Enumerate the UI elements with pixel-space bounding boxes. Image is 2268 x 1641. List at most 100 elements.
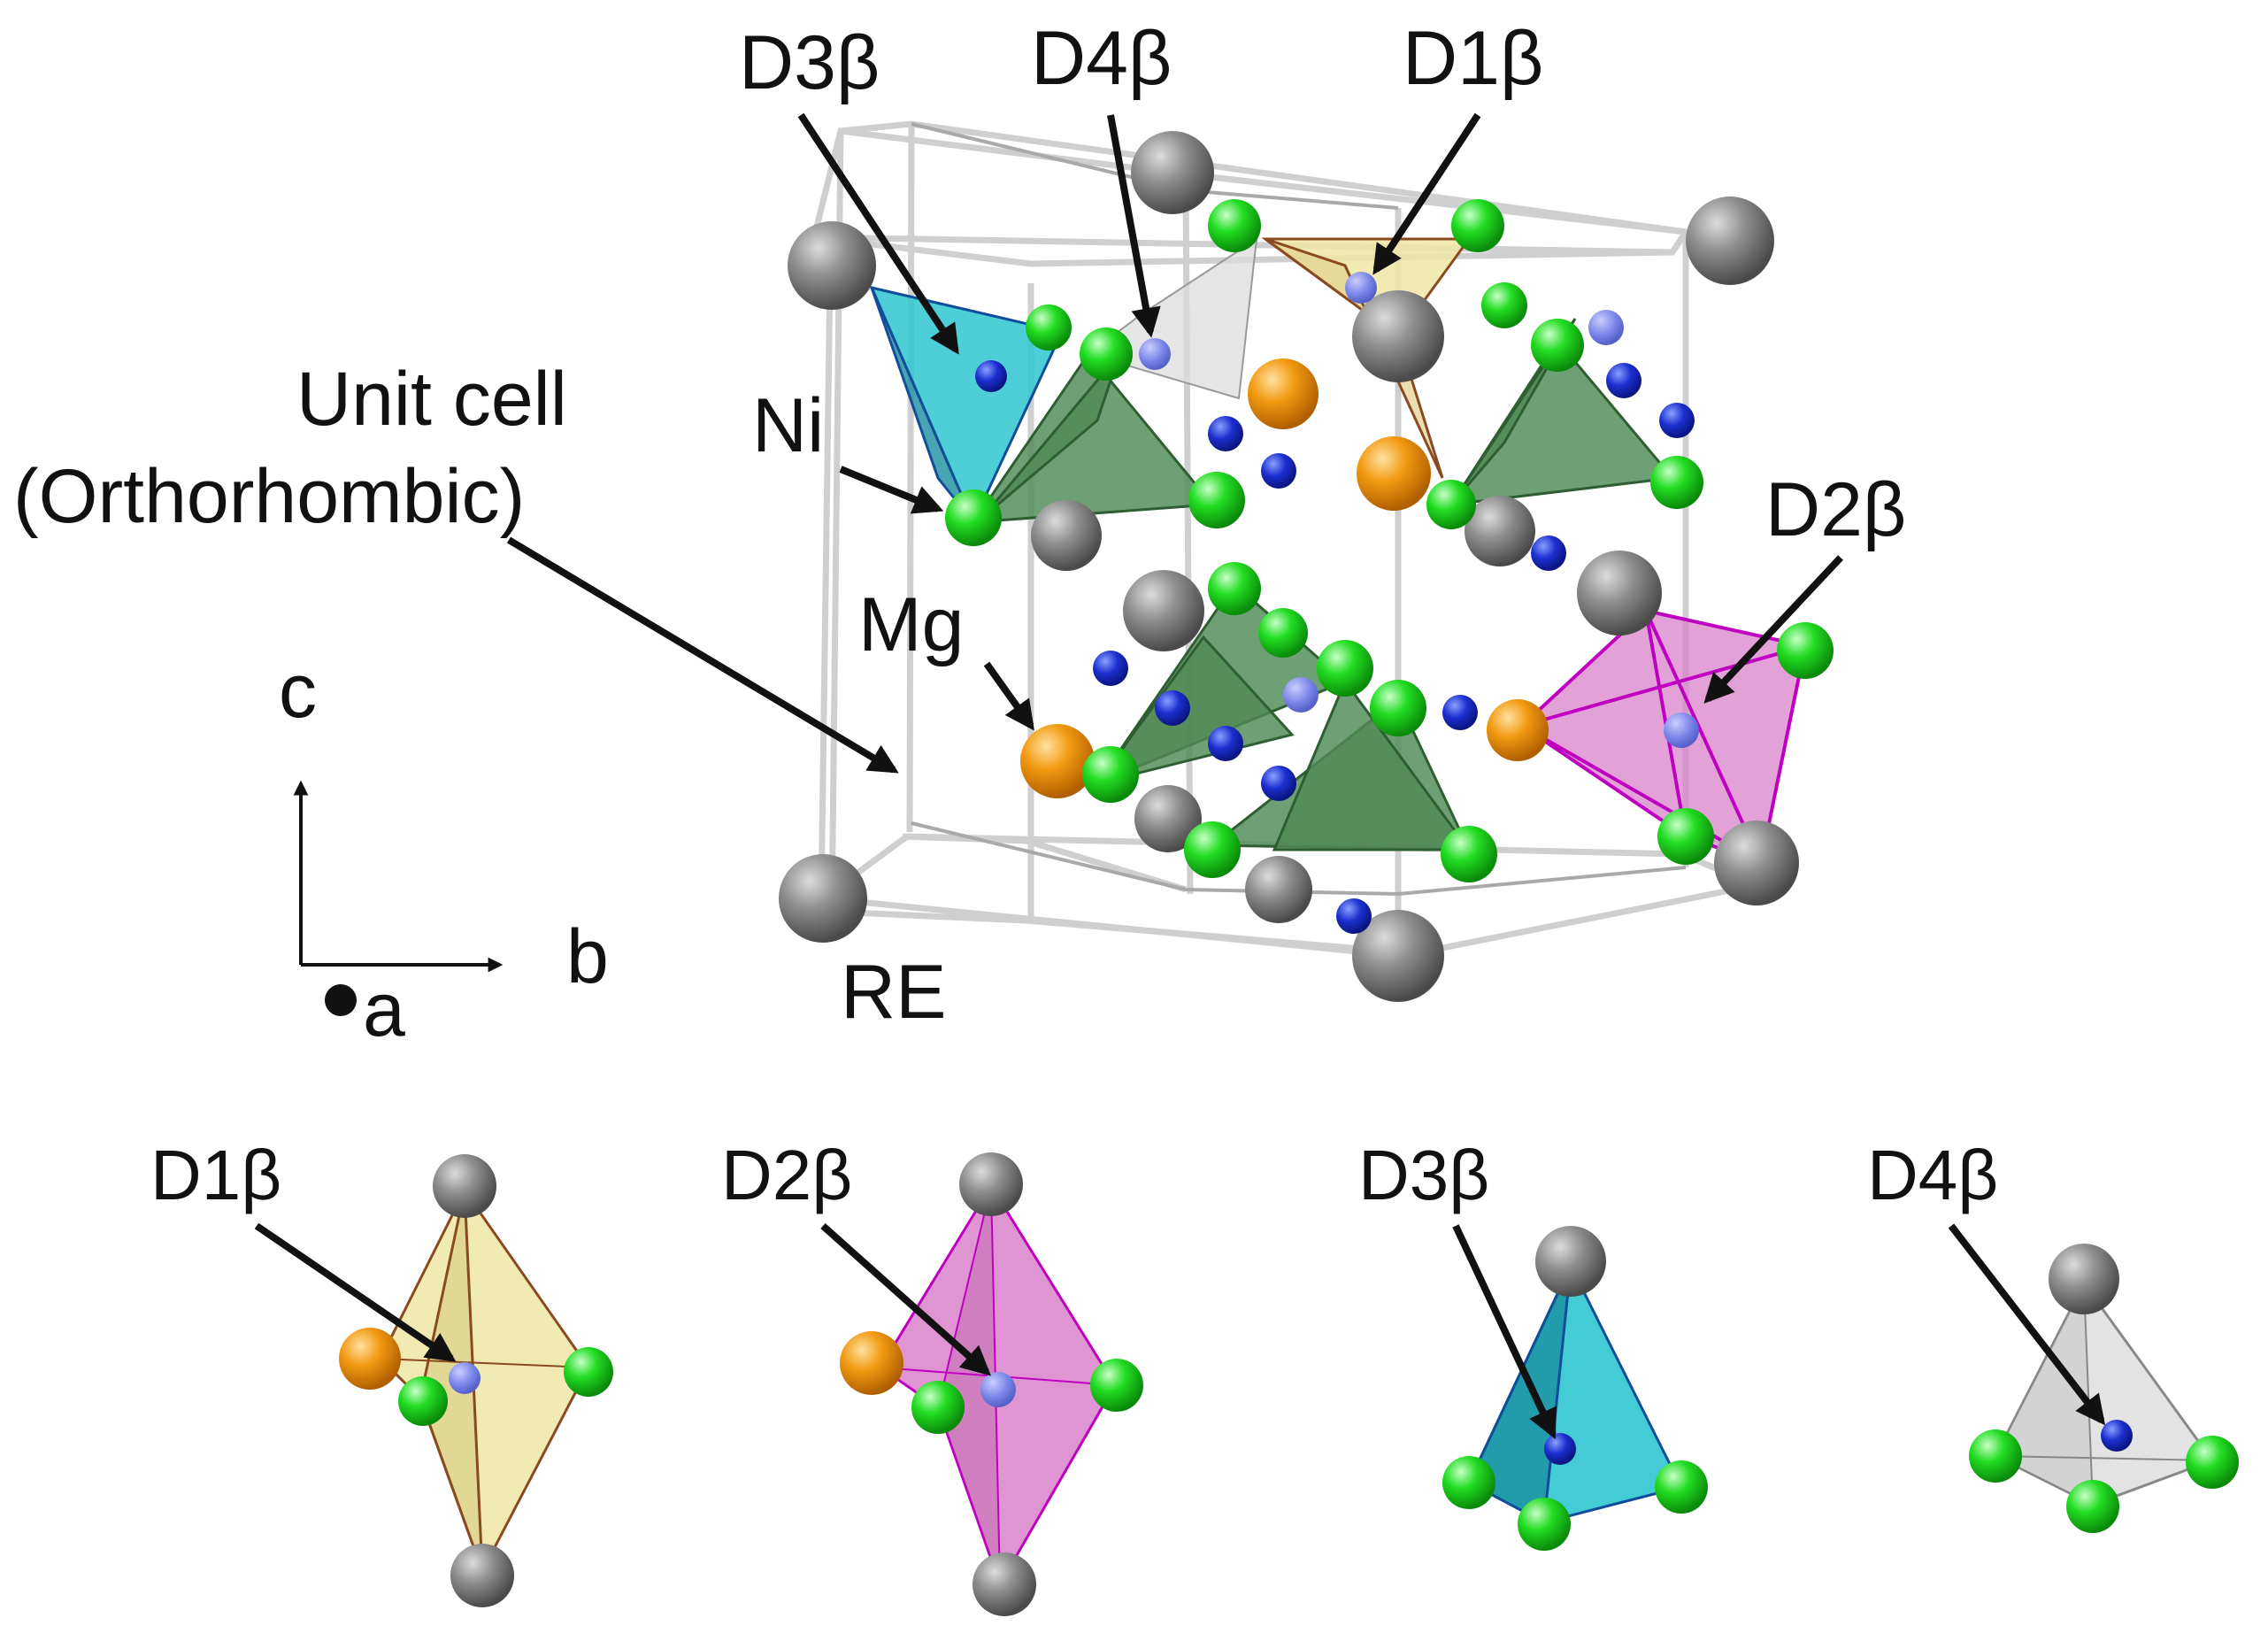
d4-polyhedron-detail — [1969, 1244, 2239, 1533]
d-site — [1283, 677, 1319, 713]
ni-atom — [564, 1347, 613, 1397]
label-orthorhombic: (Orthorhombic) — [13, 454, 525, 539]
d-site — [1093, 651, 1128, 686]
arrow-d4-bottom — [1948, 1223, 2106, 1426]
axis-a-label: a — [363, 967, 405, 1052]
label-d2-bottom: D2β — [721, 1136, 852, 1214]
d-site — [449, 1362, 481, 1394]
ni-atom — [1080, 327, 1133, 381]
re-atom — [1352, 290, 1444, 382]
mg-atom — [840, 1331, 903, 1395]
label-d2-main: D2β — [1765, 467, 1906, 552]
d-site — [1345, 272, 1377, 304]
d3-polyhedron-detail — [1442, 1226, 1708, 1551]
label-mg: Mg — [858, 582, 964, 667]
axis-indicator: c b a — [279, 649, 609, 1052]
re-atom — [1123, 570, 1204, 651]
re-atom — [1352, 910, 1444, 1002]
ni-atom — [911, 1381, 965, 1434]
ni-atom — [1426, 480, 1476, 529]
arrow-d2-bottom — [820, 1223, 992, 1376]
re-atom — [959, 1152, 1023, 1216]
re-atom — [2049, 1244, 2119, 1314]
axis-c-label: c — [279, 649, 317, 734]
mg-atom — [1487, 699, 1549, 761]
d-site — [1261, 453, 1296, 489]
d-site — [1588, 310, 1624, 345]
unit-cell-structure — [779, 120, 1834, 1002]
ni-atom — [1317, 640, 1373, 697]
d-site — [1139, 338, 1171, 370]
re-atom — [1714, 820, 1799, 905]
label-d4-main: D4β — [1031, 16, 1172, 101]
d-site — [1544, 1433, 1576, 1465]
ni-atom — [1184, 821, 1241, 878]
label-d4-bottom: D4β — [1867, 1136, 1998, 1214]
re-atom — [433, 1154, 496, 1218]
ni-atom — [1026, 304, 1072, 351]
arrow-mg — [983, 661, 1034, 731]
d-site — [1442, 695, 1478, 730]
d-site — [1261, 766, 1296, 801]
ni-atom — [1518, 1498, 1571, 1551]
re-atom — [450, 1544, 514, 1607]
label-d1-bottom: D1β — [150, 1136, 281, 1214]
axis-a-dot — [325, 984, 357, 1016]
re-atom — [1535, 1226, 1606, 1297]
arrow-ni — [839, 466, 944, 514]
ni-atom — [1969, 1429, 2022, 1483]
ni-atom — [2066, 1480, 2119, 1533]
ni-atom — [1650, 456, 1703, 509]
re-atom — [973, 1552, 1036, 1616]
axis-b-label: b — [566, 914, 609, 999]
ni-atom — [1188, 472, 1245, 528]
label-unit-cell: Unit cell — [296, 357, 567, 442]
label-ni: Ni — [752, 383, 824, 468]
re-atom — [1134, 785, 1202, 852]
ni-atoms — [945, 199, 1834, 882]
ni-atom — [1258, 608, 1308, 658]
arrow-unit-cell — [506, 536, 899, 774]
label-d1-main: D1β — [1403, 16, 1543, 101]
ni-atom — [1442, 1456, 1495, 1509]
arrow-d1-bottom — [254, 1222, 457, 1362]
label-re: RE — [841, 950, 946, 1035]
mg-atom — [1357, 436, 1431, 511]
re-atom — [1031, 500, 1102, 571]
d-site — [1208, 726, 1243, 761]
d-site — [1336, 898, 1372, 934]
ni-atom — [1481, 282, 1527, 328]
arrow-d3 — [797, 112, 959, 355]
ni-atom — [1090, 1359, 1143, 1412]
re-atom — [1131, 131, 1214, 214]
ni-atom — [1441, 826, 1497, 882]
d2-polyhedron-detail — [840, 1152, 1143, 1616]
re-atom — [1577, 551, 1662, 636]
main-arrows — [506, 112, 1843, 774]
ni-atom — [1777, 622, 1834, 679]
mg-atoms — [1020, 358, 1549, 798]
arrow-d3-bottom — [1452, 1224, 1557, 1440]
d-site — [1606, 363, 1641, 398]
ni-atom — [1657, 808, 1714, 865]
d-site — [980, 1372, 1016, 1407]
re-atom — [788, 221, 876, 310]
arrow-d2 — [1703, 555, 1843, 704]
d-site — [1208, 416, 1243, 451]
ni-atom — [1531, 319, 1584, 372]
mg-atom — [339, 1328, 401, 1390]
d-sites — [975, 272, 1699, 934]
ni-atom — [1208, 562, 1261, 615]
d-site — [1531, 535, 1566, 571]
label-d3-main: D3β — [739, 20, 880, 105]
re-atom — [1686, 196, 1774, 285]
d-site — [1659, 403, 1695, 438]
d-site — [975, 360, 1007, 392]
re-atom — [1465, 496, 1535, 566]
ni-atom — [1082, 746, 1139, 803]
arrow-d1 — [1372, 112, 1481, 275]
ni-atom — [1655, 1460, 1708, 1514]
ni-atom — [2186, 1436, 2239, 1489]
ni-atom — [398, 1376, 448, 1426]
